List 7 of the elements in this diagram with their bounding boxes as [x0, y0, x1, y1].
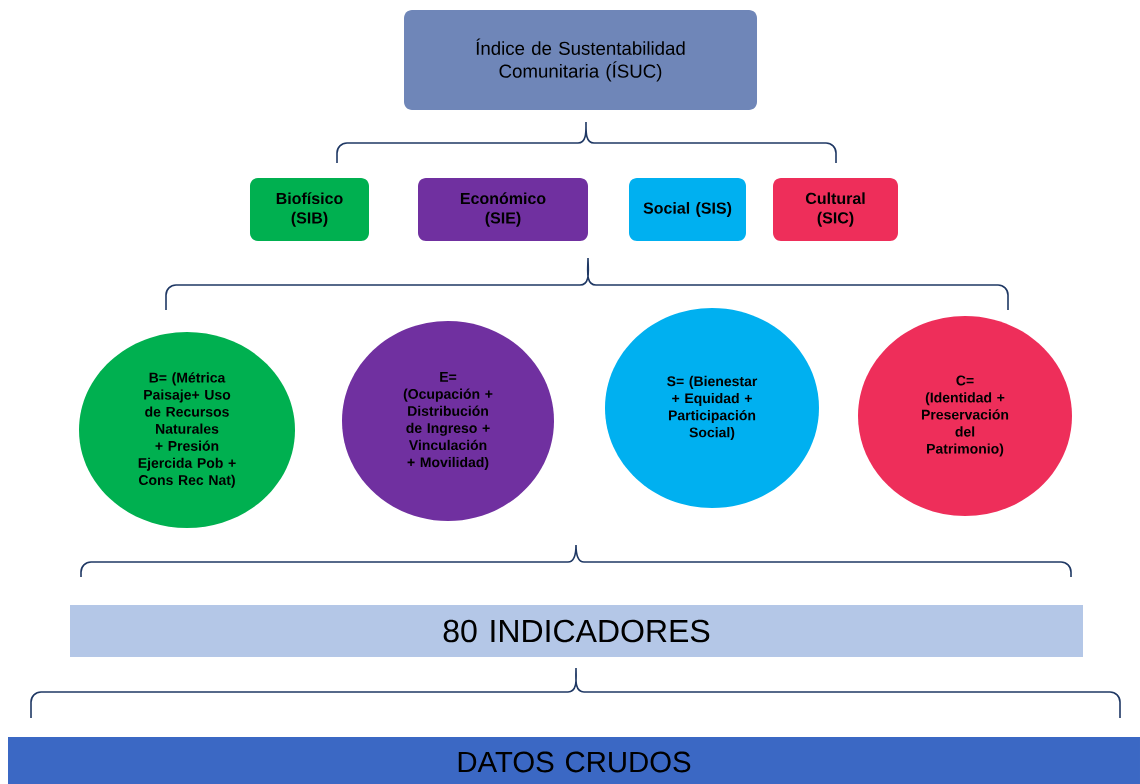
category-box: Biofísico (SIB): [250, 178, 369, 241]
band: 80 INDICADORES: [70, 605, 1083, 657]
category-box: Social (SIS): [629, 178, 746, 241]
category-box: Cultural (SIC): [773, 178, 898, 241]
category-box: Económico (SIE): [418, 178, 588, 241]
title-box: Índice de Sustentabilidad Comunitaria (ÍSUC): [404, 10, 757, 110]
band: DATOS CRUDOS: [8, 737, 1140, 784]
